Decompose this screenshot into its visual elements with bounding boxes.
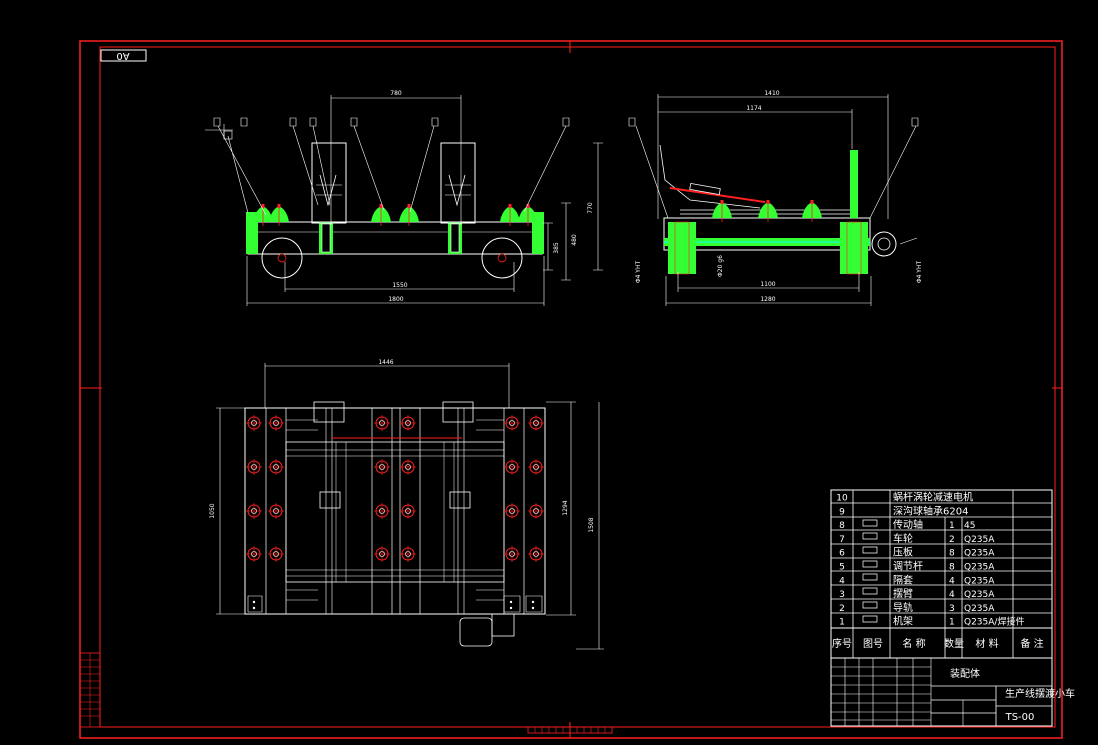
drawing-number: TS-00 (1005, 712, 1035, 723)
bom-cell-material: Q235A (964, 604, 995, 614)
svg-text:Φ20 g6: Φ20 g6 (717, 255, 724, 277)
bom-cell-no: 2 (839, 604, 845, 614)
front-view: 780 1550 1800 385 480 770 (205, 90, 603, 306)
bom-header-material: 材 料 (975, 637, 998, 650)
bom-cell-qty: 8 (949, 563, 955, 573)
bom-cell-name: 导轨 (893, 601, 913, 614)
svg-text:1280: 1280 (760, 296, 775, 303)
bom-cell-qty: 4 (949, 576, 955, 586)
bom-header-row: 序号 图号 名 称 数量 材 料 备 注 (832, 637, 1044, 650)
bom-header-qty: 数量 (944, 637, 964, 650)
bom-cell-qty: 1 (949, 521, 955, 531)
svg-text:Φ4 YHT: Φ4 YHT (916, 261, 923, 284)
bom-cell-no: 7 (839, 535, 845, 545)
bom-cell-no: 4 (839, 576, 845, 586)
bom-header-remark: 备 注 (1020, 637, 1043, 650)
bom-cell-name: 蜗杆涡轮减速电机 (893, 491, 973, 504)
svg-text:1800: 1800 (388, 296, 403, 303)
svg-text:780: 780 (390, 90, 402, 97)
bom-row: 10 蜗杆涡轮减速电机 (836, 491, 973, 504)
bom-row: 4 隔套 4 Q235A (839, 573, 995, 586)
bom-header-no: 序号 (832, 637, 852, 650)
bom-cell-name: 隔套 (893, 573, 913, 586)
svg-text:1174: 1174 (746, 105, 761, 112)
svg-text:1050: 1050 (209, 503, 216, 518)
bom-row: 9 深沟球轴承6204 (839, 504, 968, 517)
bom-cell-material: Q235A (964, 590, 995, 600)
svg-text:1294: 1294 (562, 500, 569, 515)
bom-cell-name: 深沟球轴承6204 (893, 504, 968, 517)
drawing-title: 生产线摆渡小车 (1005, 687, 1075, 700)
bom-cell-name: 调节杆 (893, 561, 923, 573)
svg-text:1550: 1550 (392, 282, 407, 289)
bom-header-drawing: 图号 (863, 638, 883, 650)
bom-row: 6 压板 8 Q235A (839, 546, 995, 559)
bom-cell-no: 5 (839, 563, 845, 573)
bom-cell-no: 3 (839, 590, 845, 600)
bom-row: 3 摆臂 4 Q235A (839, 587, 995, 600)
bom-row: 2 导轨 3 Q235A (839, 601, 995, 614)
bom-cell-no: 1 (839, 618, 845, 628)
bom-cell-name: 压板 (893, 546, 913, 559)
bom-row: 1 机架 1 Q235A/焊接件 (839, 615, 1024, 628)
svg-text:1100: 1100 (760, 281, 775, 288)
bom-cell-material: Q235A (964, 535, 995, 545)
bom-cell-no: 8 (839, 521, 845, 531)
bom-cell-qty: 3 (949, 604, 955, 614)
title-block: 装配体 生产线摆渡小车 TS-00 (830, 657, 1075, 727)
bom-cell-qty: 8 (949, 549, 955, 559)
bom-cell-qty: 2 (949, 535, 955, 545)
assembly-label: 装配体 (950, 667, 980, 680)
svg-text:Φ4 YHT: Φ4 YHT (635, 261, 642, 284)
bom-cell-name: 摆臂 (893, 587, 913, 600)
bom-cell-no: 9 (839, 507, 845, 517)
sheet-border (79, 40, 1063, 739)
bom-cell-no: 10 (836, 494, 848, 504)
bom-cell-material: Q235A (964, 576, 995, 586)
bom-cell-name: 传动轴 (893, 518, 923, 531)
bom-cell-material: Q235A (964, 549, 995, 559)
bom-cell-qty: 1 (949, 618, 955, 628)
bom-cell-material: 45 (964, 521, 975, 531)
sheet-size-tag: A0 (100, 49, 147, 62)
bom-cell-no: 6 (839, 549, 845, 559)
svg-text:A0: A0 (116, 50, 129, 61)
bom-row: 7 车轮 2 Q235A (839, 532, 995, 545)
bom-cell-name: 机架 (893, 615, 913, 628)
svg-text:1508: 1508 (588, 517, 595, 532)
side-view: 1410 1174 1100 1280 Φ4 YHT Φ20 g6 Φ4 YHT (628, 90, 923, 306)
svg-text:770: 770 (587, 202, 594, 214)
bom-cell-name: 车轮 (893, 532, 913, 545)
svg-text:1410: 1410 (764, 90, 779, 97)
bom-cell-material: Q235A (964, 563, 995, 573)
bom-row: 8 传动轴 1 45 (839, 518, 975, 531)
bom-cell-qty: 4 (949, 590, 955, 600)
svg-text:385: 385 (553, 242, 560, 254)
bom-header-name: 名 称 (902, 637, 925, 650)
svg-text:480: 480 (571, 234, 578, 246)
bom-cell-material: Q235A/焊接件 (964, 616, 1024, 628)
plan-view: 1446 1050 1294 1508 (209, 359, 604, 650)
bom-row: 5 调节杆 8 Q235A (839, 561, 995, 573)
svg-text:1446: 1446 (378, 359, 393, 366)
